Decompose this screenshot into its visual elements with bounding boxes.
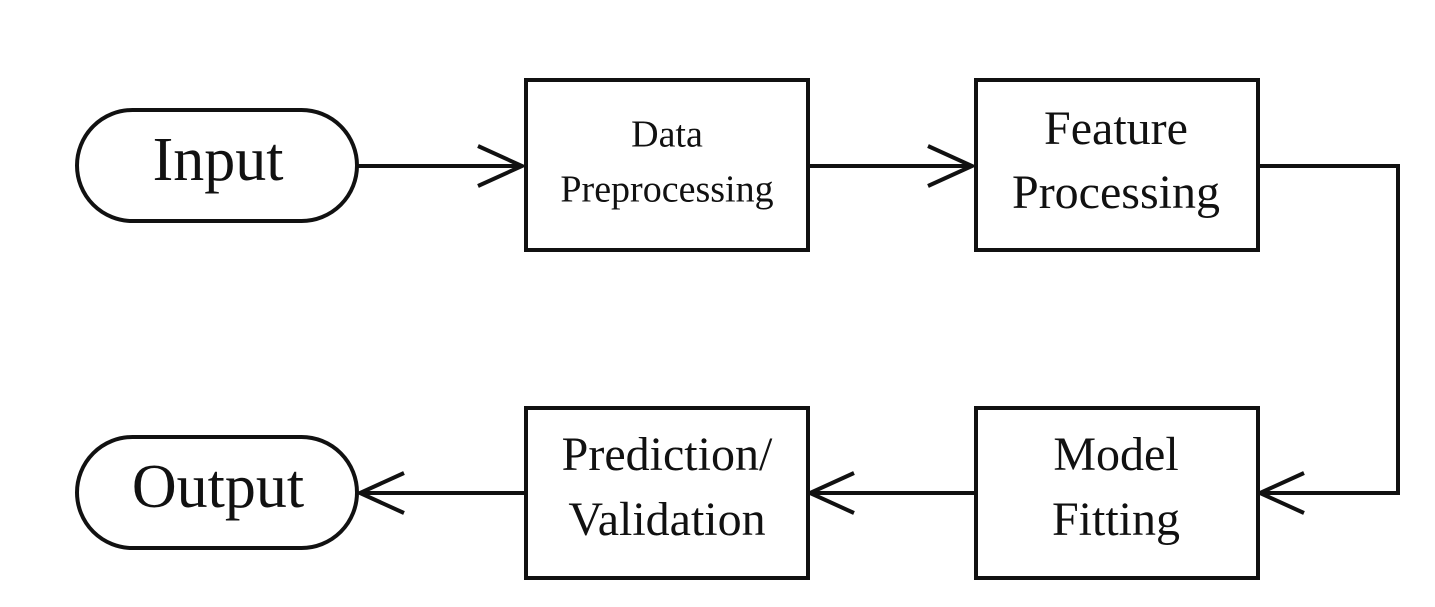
feature-processing-label-line1: Feature — [1044, 102, 1188, 155]
model-fitting-box — [974, 406, 1260, 580]
data-preprocessing-label-line2: Preprocessing — [560, 169, 773, 211]
feature-processing-box — [974, 78, 1260, 252]
arrowhead-input-to-data-preprocessing — [477, 144, 527, 188]
node-model-fitting: Model Fitting — [974, 406, 1260, 580]
arrowhead-prediction-validation-to-output — [355, 471, 405, 515]
model-fitting-label-line2: Fitting — [1052, 493, 1180, 546]
data-preprocessing-box — [524, 78, 810, 252]
output-label: Output — [132, 453, 304, 521]
prediction-validation-label-line1: Prediction/ — [562, 428, 773, 481]
node-prediction-validation: Prediction/ Validation — [524, 406, 810, 580]
node-data-preprocessing: Data Preprocessing — [524, 78, 810, 252]
output-terminal-shape — [75, 435, 359, 550]
input-label: Input — [153, 126, 284, 194]
input-terminal-shape — [75, 108, 359, 223]
prediction-validation-label-line2: Validation — [568, 493, 765, 546]
node-output: Output — [75, 435, 359, 550]
arrowhead-data-preprocessing-to-feature-processing — [927, 144, 977, 188]
data-preprocessing-label-line1: Data — [631, 114, 703, 156]
node-feature-processing: Feature Processing — [974, 78, 1260, 252]
prediction-validation-box — [524, 406, 810, 580]
model-fitting-label-line1: Model — [1053, 428, 1178, 481]
node-input: Input — [75, 108, 359, 223]
edge-feature-processing-to-model-fitting — [1258, 164, 1400, 495]
feature-processing-label-line2: Processing — [1012, 166, 1220, 219]
